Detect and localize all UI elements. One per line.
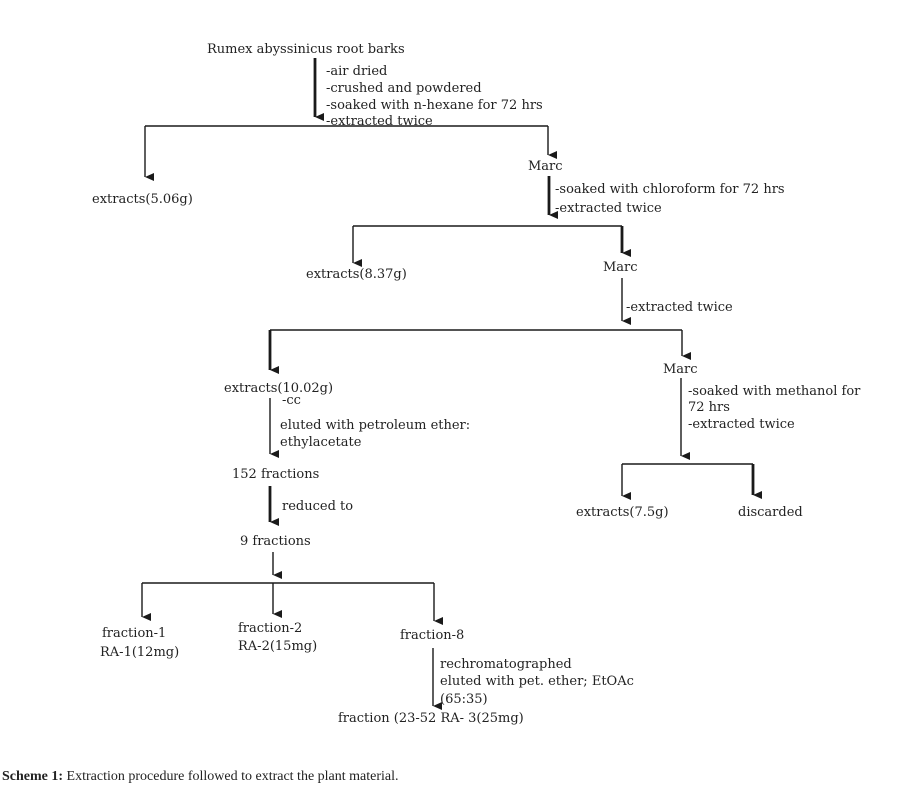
extracts-1-node: extracts(5.06g)	[92, 192, 193, 207]
step2-line-2: -extracted twice	[555, 201, 662, 216]
step1-line-3: -soaked with n-hexane for 72 hrs	[326, 98, 543, 113]
step3-line-1: -extracted twice	[626, 300, 733, 315]
discarded-node: discarded	[738, 505, 803, 520]
step-cc-line-1: -cc	[282, 393, 301, 408]
figure-caption: Scheme 1: Extraction procedure followed …	[2, 769, 399, 784]
extracts-4-node: extracts(7.5g)	[576, 505, 669, 520]
root-node: Rumex abyssinicus root barks	[207, 42, 405, 57]
step2-line-1: -soaked with chloroform for 72 hrs	[555, 182, 785, 197]
step4-line-2: 72 hrs	[688, 400, 730, 415]
fraction-1-node: fraction-1	[102, 626, 166, 641]
fraction-1-result: RA-1(12mg)	[100, 645, 179, 660]
caption-label: Scheme 1:	[2, 769, 63, 784]
fraction-2-result: RA-2(15mg)	[238, 639, 317, 654]
extracts-2-node: extracts(8.37g)	[306, 267, 407, 282]
fractions-152-node: 152 fractions	[232, 467, 319, 482]
step-rechrom-line-2: eluted with pet. ether; EtOAc	[440, 674, 634, 689]
fraction-8-node: fraction-8	[400, 628, 464, 643]
step-annotations: -air dried -crushed and powdered -soaked…	[280, 64, 861, 707]
fraction-2-node: fraction-2	[238, 621, 302, 636]
step-cc-line-3: ethylacetate	[280, 435, 362, 450]
step4-line-1: -soaked with methanol for	[688, 384, 861, 399]
connectors	[141, 58, 762, 710]
step4-line-3: -extracted twice	[688, 417, 795, 432]
caption-text: Extraction procedure followed to extract…	[63, 769, 398, 784]
step-cc-line-2: eluted with petroleum ether:	[280, 418, 470, 433]
step1-line-1: -air dried	[326, 64, 387, 79]
marc-3-node: Marc	[663, 362, 698, 377]
step1-line-4: -extracted twice	[326, 114, 433, 129]
step1-line-2: -crushed and powdered	[326, 81, 482, 96]
nodes: Rumex abyssinicus root barks extracts(5.…	[92, 42, 803, 726]
marc-1-node: Marc	[528, 159, 563, 174]
extracts-3-node: extracts(10.02g)	[224, 381, 333, 396]
step-rechrom-line-3: (65:35)	[440, 692, 488, 707]
fractions-9-node: 9 fractions	[240, 534, 311, 549]
marc-2-node: Marc	[603, 260, 638, 275]
step-reduce-line-1: reduced to	[282, 499, 353, 514]
final-fraction-node: fraction (23-52 RA- 3(25mg)	[338, 711, 524, 726]
step-rechrom-line-1: rechromatographed	[440, 657, 572, 672]
